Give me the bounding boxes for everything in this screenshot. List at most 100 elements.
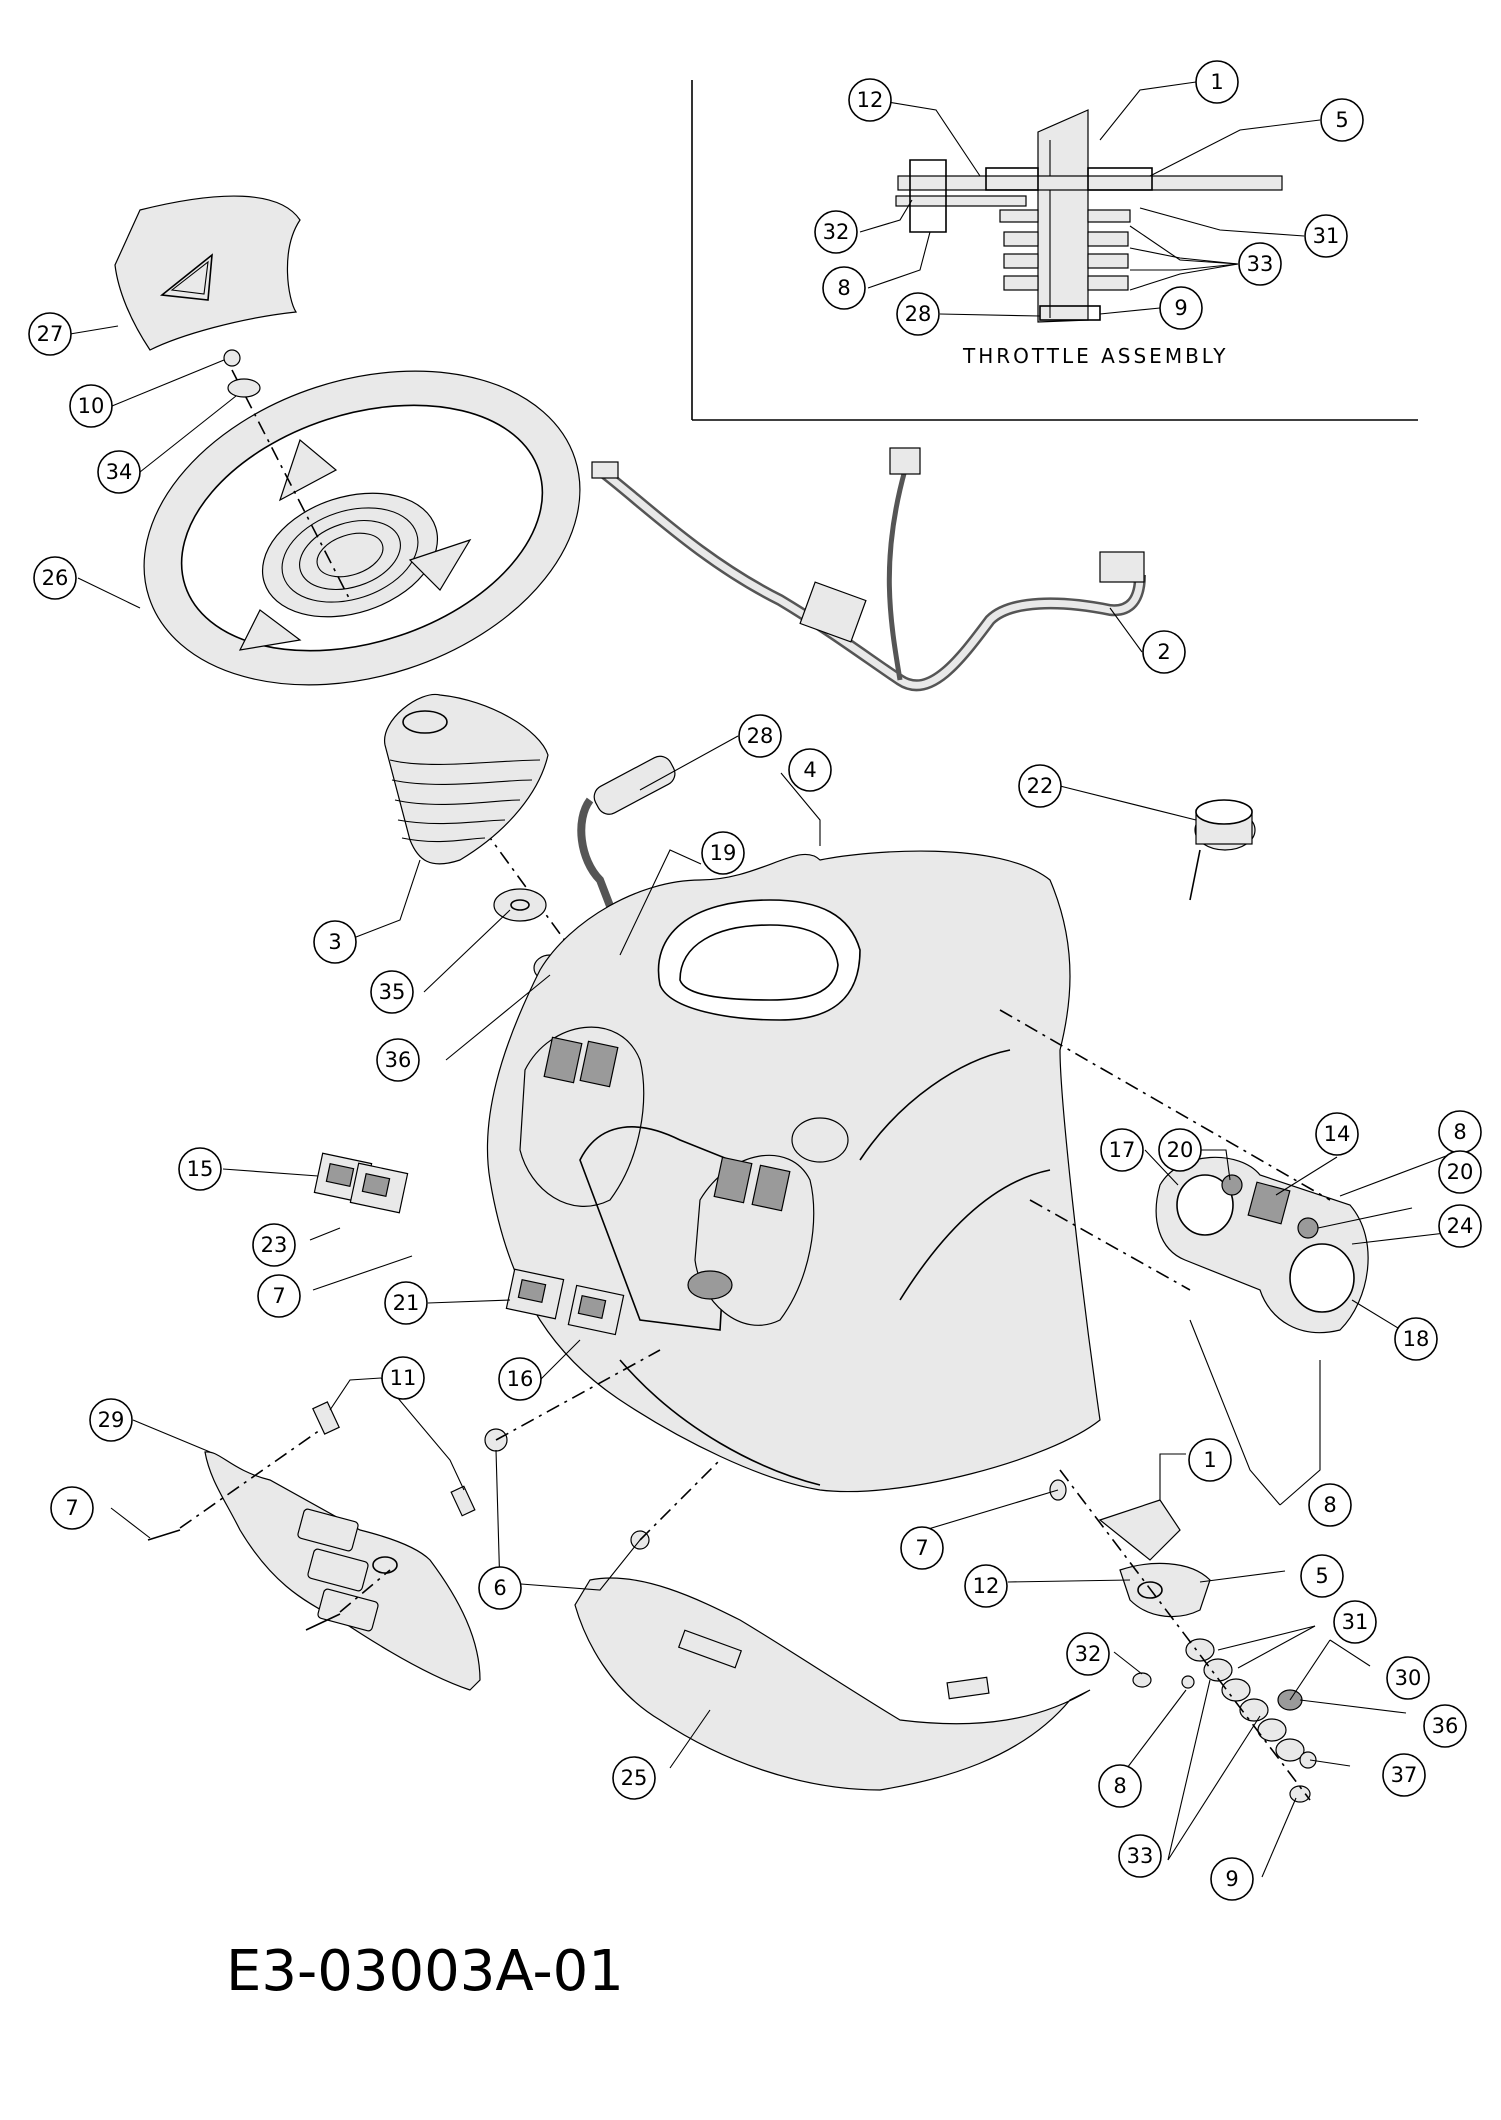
dash-panel [486, 850, 1101, 1493]
svg-text:9: 9 [1225, 1867, 1238, 1891]
svg-text:8: 8 [837, 276, 850, 300]
callout-30: 30 [1386, 1656, 1430, 1700]
throttle-bracket [895, 195, 1027, 207]
svg-text:26: 26 [42, 566, 69, 590]
callout-18: 18 [1394, 1317, 1438, 1361]
throttle-shaft [1037, 109, 1089, 323]
throttle-knob [577, 755, 676, 947]
callout-32: 32 [1066, 1632, 1110, 1676]
svg-text:31: 31 [1342, 1610, 1369, 1634]
svg-text:20: 20 [1447, 1160, 1474, 1184]
svg-text:35: 35 [379, 980, 406, 1004]
svg-text:16: 16 [507, 1367, 534, 1391]
callout-inset-32: 32 [814, 210, 858, 254]
callout-36b: 36 [1423, 1704, 1467, 1748]
svg-text:11: 11 [390, 1366, 417, 1390]
callout-20b: 20 [1438, 1150, 1482, 1194]
svg-text:18: 18 [1403, 1327, 1430, 1351]
callout-3: 3 [313, 920, 357, 964]
svg-text:14: 14 [1324, 1122, 1351, 1146]
clip-11b [450, 1485, 476, 1517]
throttle-lower-parts [1049, 1479, 1331, 1803]
callout-26: 26 [33, 556, 77, 600]
callout-inset-9: 9 [1159, 286, 1203, 330]
svg-text:20: 20 [1167, 1138, 1194, 1162]
ignition-switch [1189, 799, 1256, 901]
switch-panel [204, 1451, 481, 1691]
callout-8c: 8 [1098, 1764, 1142, 1808]
callout-inset-8: 8 [822, 266, 866, 310]
svg-text:9: 9 [1174, 296, 1187, 320]
svg-text:22: 22 [1027, 774, 1054, 798]
callout-37: 37 [1382, 1753, 1426, 1797]
svg-text:1: 1 [1203, 1448, 1216, 1472]
throttle-assembly-inset: THROTTLE ASSEMBLY [691, 80, 1418, 421]
callout-23: 23 [252, 1223, 296, 1267]
svg-text:8: 8 [1113, 1774, 1126, 1798]
callout-34: 34 [97, 450, 141, 494]
callout-4: 4 [788, 748, 832, 792]
svg-text:8: 8 [1323, 1493, 1336, 1517]
svg-text:7: 7 [65, 1496, 78, 1520]
steering-wheel-cap [114, 195, 301, 351]
steering-boot [384, 693, 549, 865]
svg-text:17: 17 [1109, 1138, 1136, 1162]
callout-19: 19 [701, 831, 745, 875]
callout-inset-33: 33 [1238, 242, 1282, 286]
switch-16 [567, 1284, 625, 1336]
screw-7 [147, 1529, 181, 1541]
svg-text:37: 37 [1391, 1763, 1418, 1787]
svg-text:31: 31 [1313, 224, 1340, 248]
plate-axis-line-2 [1029, 1199, 1191, 1291]
svg-text:10: 10 [78, 394, 105, 418]
callouts: 12 1 5 32 31 33 8 28 9 27 10 34 26 2 28 … [28, 60, 1482, 1901]
callout-29: 29 [89, 1398, 133, 1442]
svg-text:1: 1 [1210, 70, 1223, 94]
steering-axis-line [231, 369, 351, 601]
callout-20a: 20 [1158, 1128, 1202, 1172]
leader-lines [69, 325, 1455, 1878]
washer-35 [493, 888, 547, 922]
callout-12: 12 [964, 1564, 1008, 1608]
svg-text:8: 8 [1453, 1120, 1466, 1144]
callout-25: 25 [612, 1756, 656, 1800]
svg-text:21: 21 [393, 1291, 420, 1315]
callout-36: 36 [376, 1038, 420, 1082]
callout-5: 5 [1300, 1554, 1344, 1598]
callout-15: 15 [178, 1147, 222, 1191]
svg-text:28: 28 [747, 724, 774, 748]
callout-7a: 7 [257, 1274, 301, 1318]
svg-text:5: 5 [1335, 108, 1348, 132]
svg-text:25: 25 [621, 1766, 648, 1790]
svg-text:28: 28 [905, 302, 932, 326]
plate-axis-line [999, 1009, 1331, 1201]
callout-16: 16 [498, 1357, 542, 1401]
switch-15 [313, 1152, 409, 1214]
svg-text:33: 33 [1247, 252, 1274, 276]
callout-7b: 7 [50, 1486, 94, 1530]
callout-11: 11 [381, 1356, 425, 1400]
callout-inset-31: 31 [1304, 214, 1348, 258]
callout-31: 31 [1333, 1600, 1377, 1644]
callout-14: 14 [1315, 1112, 1359, 1156]
callout-inset-5: 5 [1320, 98, 1364, 142]
svg-text:36: 36 [385, 1048, 412, 1072]
callout-9: 9 [1210, 1857, 1254, 1901]
callout-17: 17 [1100, 1128, 1144, 1172]
indicator-plate [1155, 1156, 1369, 1334]
inset-title: THROTTLE ASSEMBLY [962, 344, 1229, 368]
svg-text:33: 33 [1127, 1844, 1154, 1868]
callout-1: 1 [1188, 1438, 1232, 1482]
svg-text:24: 24 [1447, 1214, 1474, 1238]
callout-6: 6 [478, 1566, 522, 1610]
callout-inset-28: 28 [896, 292, 940, 336]
throttle-axis-line [1059, 1469, 1311, 1801]
svg-text:7: 7 [272, 1284, 285, 1308]
svg-text:4: 4 [803, 758, 816, 782]
callout-inset-1: 1 [1195, 60, 1239, 104]
throttle-plate [897, 175, 1283, 191]
steering-wheel [143, 370, 581, 686]
svg-text:12: 12 [857, 88, 884, 112]
inset-washer-stack [999, 209, 1131, 321]
svg-text:23: 23 [261, 1233, 288, 1257]
